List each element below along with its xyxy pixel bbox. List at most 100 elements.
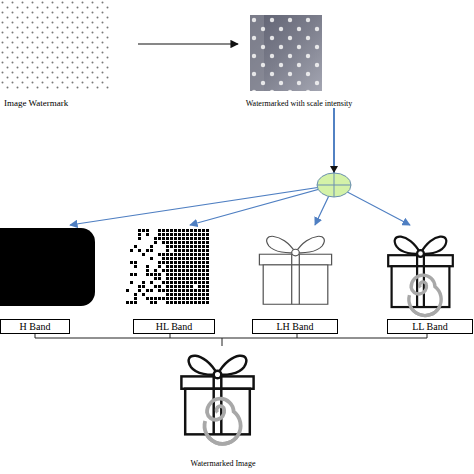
pixel-cell xyxy=(186,253,189,256)
pixel-cell xyxy=(186,281,189,284)
pixel-cell xyxy=(186,277,189,280)
pixel-cell xyxy=(194,233,197,236)
pixel-cell xyxy=(202,273,205,276)
pixel-cell xyxy=(206,281,209,284)
pixel-cell xyxy=(166,277,169,280)
pixel-cell xyxy=(150,273,153,276)
hl-band-image xyxy=(126,229,209,304)
pixel-cell xyxy=(190,273,193,276)
pixel-cell xyxy=(202,277,205,280)
pixel-cell xyxy=(166,261,169,264)
pixel-cell xyxy=(146,297,149,300)
final-gift-image xyxy=(181,356,253,444)
pixel-cell xyxy=(194,281,197,284)
pixel-cell xyxy=(202,289,205,292)
pixel-cell xyxy=(170,253,173,256)
pixel-cell xyxy=(186,273,189,276)
pixel-cell xyxy=(182,293,185,296)
pixel-cell xyxy=(174,245,177,248)
pixel-cell xyxy=(206,289,209,292)
pixel-cell xyxy=(134,293,137,296)
pixel-cell xyxy=(198,253,201,256)
pixel-cell xyxy=(194,229,197,232)
pixel-cell xyxy=(182,277,185,280)
pixel-cell xyxy=(130,281,133,284)
pixel-cell xyxy=(182,229,185,232)
watermark-image-node: Image Watermark xyxy=(0,0,138,110)
band-node: H Band xyxy=(0,225,100,334)
pixel-cell xyxy=(198,297,201,300)
pixel-cell xyxy=(154,273,157,276)
pixel-cell xyxy=(134,261,137,264)
pixel-cell xyxy=(198,237,201,240)
pixel-cell xyxy=(186,245,189,248)
pixel-cell xyxy=(174,229,177,232)
pixel-cell xyxy=(166,245,169,248)
pixel-cell xyxy=(146,249,149,252)
pixel-cell xyxy=(182,297,185,300)
pixel-cell xyxy=(186,261,189,264)
pixel-cell xyxy=(162,237,165,240)
pixel-cell xyxy=(198,245,201,248)
band-node: LH Band xyxy=(240,225,350,334)
pixel-cell xyxy=(198,269,201,272)
pixel-cell xyxy=(158,229,161,232)
pixel-cell xyxy=(126,289,129,292)
pixel-cell xyxy=(138,249,141,252)
pixel-cell xyxy=(206,229,209,232)
pixel-cell xyxy=(202,265,205,268)
pixel-cell xyxy=(182,261,185,264)
watermarked-scale-image xyxy=(250,15,322,91)
pixel-cell xyxy=(186,293,189,296)
pixel-cell xyxy=(174,253,177,256)
pixel-cell xyxy=(194,261,197,264)
pixel-cell xyxy=(170,241,173,244)
pixel-cell xyxy=(170,261,173,264)
pixel-cell xyxy=(198,277,201,280)
pixel-cell xyxy=(170,277,173,280)
pixel-cell xyxy=(174,277,177,280)
pixel-cell xyxy=(186,285,189,288)
pixel-cell xyxy=(174,237,177,240)
pixel-cell xyxy=(182,269,185,272)
pixel-cell xyxy=(174,265,177,268)
band-label: LH Band xyxy=(252,319,338,335)
pixel-cell xyxy=(206,237,209,240)
pixel-cell xyxy=(186,257,189,260)
pixel-cell xyxy=(170,285,173,288)
image-caption: Image Watermark xyxy=(4,98,68,108)
pixel-cell xyxy=(166,253,169,256)
pixel-cell xyxy=(178,281,181,284)
pixel-cell xyxy=(178,249,181,252)
pixel-cell xyxy=(146,265,149,268)
pixel-cell xyxy=(190,257,193,260)
pixel-cell xyxy=(178,285,181,288)
pixel-cell xyxy=(202,269,205,272)
pixel-cell xyxy=(202,293,205,296)
pixel-cell xyxy=(186,265,189,268)
pixel-cell xyxy=(206,233,209,236)
pixel-cell xyxy=(166,265,169,268)
pixel-cell xyxy=(158,277,161,280)
pixel-cell xyxy=(190,249,193,252)
lh-band-image xyxy=(259,236,331,304)
pixel-cell xyxy=(174,269,177,272)
pixel-cell xyxy=(142,285,145,288)
pixel-cell xyxy=(182,273,185,276)
pixel-cell xyxy=(182,257,185,260)
pixel-cell xyxy=(190,285,193,288)
pixel-cell xyxy=(150,297,153,300)
pixel-cell xyxy=(154,277,157,280)
pixel-cell xyxy=(166,241,169,244)
flow-arrow xyxy=(70,108,334,225)
pixel-cell xyxy=(166,273,169,276)
pixel-cell xyxy=(202,249,205,252)
pixel-cell xyxy=(162,289,165,292)
pixel-cell xyxy=(150,245,153,248)
band-node: LL Band xyxy=(365,225,473,334)
pixel-cell xyxy=(150,257,153,260)
pixel-cell xyxy=(202,245,205,248)
pixel-cell xyxy=(158,233,161,236)
junction-arrowhead xyxy=(330,166,338,173)
